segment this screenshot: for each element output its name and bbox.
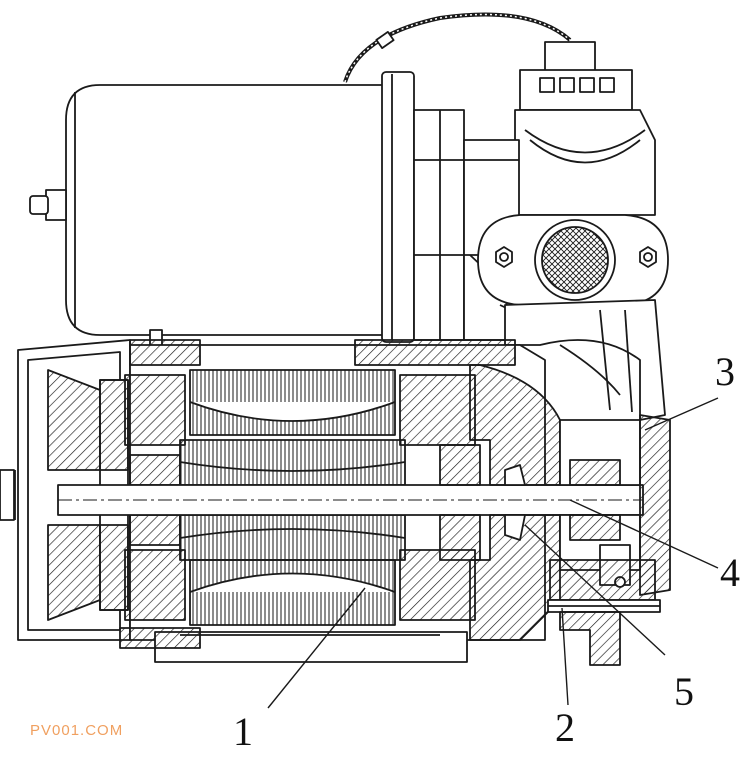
leader-line-1	[267, 587, 366, 709]
bearing-housing	[439, 364, 561, 641]
watermark-text: PV001.COM	[30, 722, 124, 739]
outlet-flange	[477, 214, 669, 323]
callout-label-5: 5	[674, 669, 694, 714]
leader-line-5	[524, 524, 666, 656]
leader-line-2	[561, 607, 569, 706]
callout-label-3: 3	[715, 349, 735, 394]
callout-label-4: 4	[720, 550, 740, 595]
leader-lines	[267, 397, 719, 709]
impeller-housing	[547, 414, 671, 666]
motor-shaft	[57, 484, 644, 516]
callout-label-2: 2	[555, 705, 575, 750]
pressure-switch-box	[514, 41, 656, 216]
pressure-tank	[29, 71, 415, 351]
pump-body	[504, 299, 666, 421]
leader-line-3	[644, 397, 719, 431]
power-cable	[343, 12, 572, 83]
leader-line-4	[569, 499, 719, 569]
callout-label-1: 1	[233, 709, 253, 754]
